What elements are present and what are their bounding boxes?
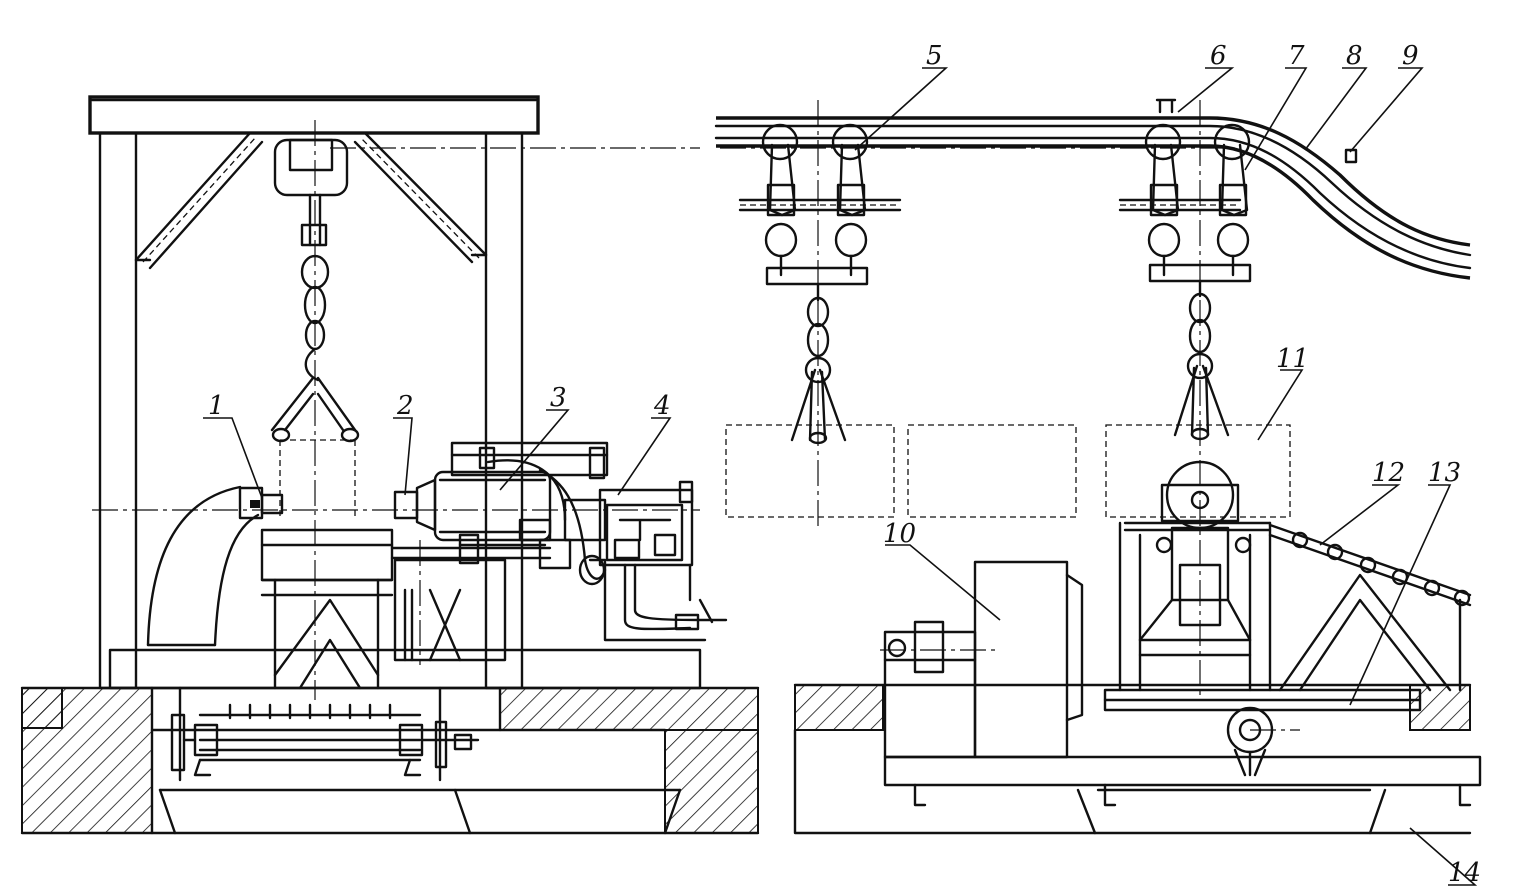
workpiece-outlines	[725, 424, 1291, 518]
callout-2: 2	[396, 391, 414, 421]
spindle-drive	[393, 441, 609, 586]
callout-5: 5	[926, 41, 943, 71]
left-station	[20, 95, 760, 835]
callout-9: 9	[1402, 41, 1419, 71]
left-workpiece	[279, 439, 356, 520]
trolley-pair-right	[1144, 123, 1252, 441]
callout-numbers: 1 2 3 4 5 6 7 8 9 10 11 12 13 14	[208, 41, 1481, 888]
spindle-support	[146, 485, 284, 647]
roller-conveyor	[1268, 523, 1472, 692]
motor-unit	[883, 560, 1084, 759]
callout-8: 8	[1346, 41, 1363, 71]
callout-11: 11	[1276, 344, 1309, 374]
callout-14: 14	[1448, 858, 1481, 888]
trolley-pair-left	[761, 123, 869, 445]
callout-6: 6	[1210, 41, 1227, 71]
rotating-fixture	[1118, 460, 1272, 692]
callout-7: 7	[1288, 41, 1305, 71]
base-rail	[883, 688, 1482, 807]
callout-4: 4	[653, 391, 671, 421]
control-block	[563, 480, 728, 642]
callout-12: 12	[1372, 458, 1405, 488]
pit-mechanism	[170, 686, 480, 782]
right-station	[714, 98, 1482, 835]
callout-3: 3	[550, 383, 567, 413]
portal-frame	[88, 95, 540, 690]
callout-1: 1	[208, 391, 225, 421]
callout-10: 10	[883, 519, 916, 549]
right-foundation	[793, 683, 1472, 835]
callout-13: 13	[1428, 458, 1461, 488]
callout-leaders	[203, 67, 1478, 886]
left-bench	[108, 528, 702, 690]
overhead-rail	[714, 98, 1472, 280]
